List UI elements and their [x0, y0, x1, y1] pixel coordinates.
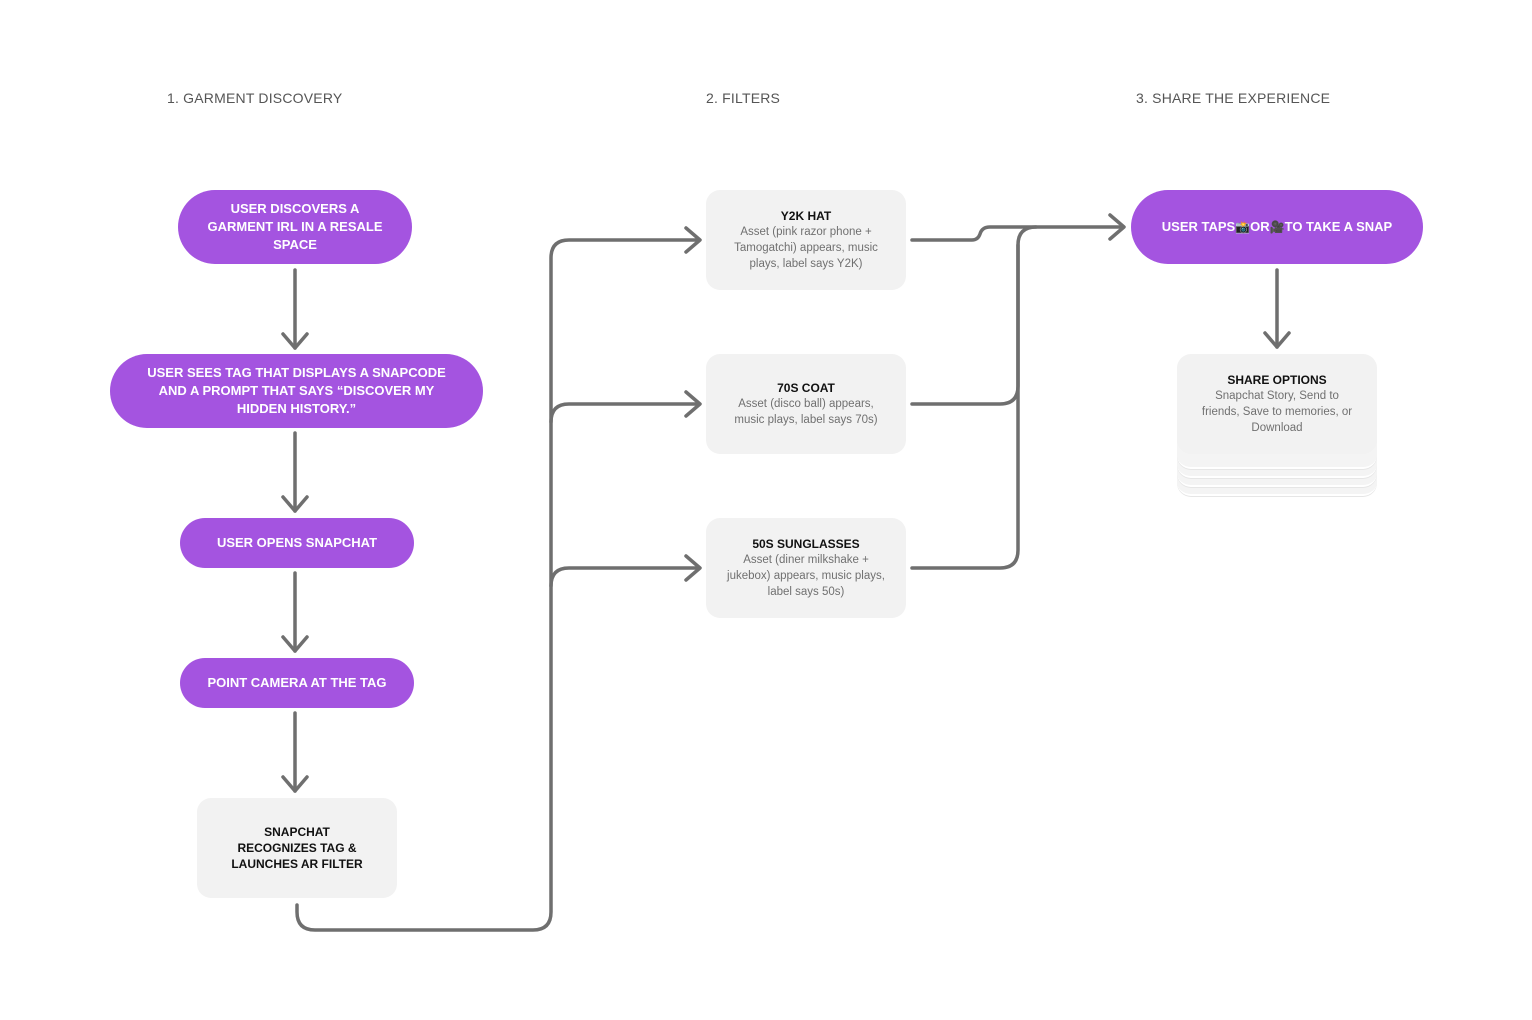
arrowhead-3 [281, 635, 309, 653]
step-point-camera: POINT CAMERA AT THE TAG [180, 658, 414, 708]
filter-card-70s-coat: 70S COAT Asset (disco ball) appears, mus… [706, 354, 906, 454]
connector-70s-to-share [910, 225, 1038, 406]
arrowhead-70s [684, 390, 702, 418]
connector-branch-50s [549, 566, 700, 588]
connector-50s-to-share [910, 243, 1020, 570]
arrowhead-4 [281, 775, 309, 793]
section-title-share: 3. SHARE THE EXPERIENCE [1136, 90, 1331, 106]
arrowhead-50s [684, 554, 702, 582]
filter-description: Asset (diner milkshake + jukebox) appear… [727, 554, 885, 598]
filter-title: Y2K HAT [780, 209, 832, 223]
share-options-card: SHARE OPTIONS Snapchat Story, Send to fr… [1177, 354, 1377, 454]
step-snapchat-recognizes-label: SNAPCHAT RECOGNIZES TAG & LAUNCHES AR FI… [231, 825, 363, 871]
take-snap-text-or: OR [1250, 219, 1270, 234]
arrowhead-options [1263, 331, 1291, 349]
section-title-garment-discovery: 1. GARMENT DISCOVERY [167, 90, 343, 106]
filter-description: Asset (disco ball) appears, music plays,… [734, 398, 878, 426]
take-snap-text-start: USER TAPS [1161, 219, 1236, 234]
arrowhead-1 [281, 332, 309, 350]
filter-description: Asset (pink razor phone + Tamogatchi) ap… [734, 226, 878, 270]
video-camera-icon: 🎥 [1269, 220, 1285, 234]
arrowhead-y2k [684, 226, 702, 254]
section-title-filters: 2. FILTERS [706, 90, 781, 106]
arrowhead-2 [281, 495, 309, 513]
step-take-snap: USER TAPS 📸 OR 🎥 TO TAKE A SNAP [1131, 190, 1423, 264]
step-open-snapchat: USER OPENS SNAPCHAT [180, 518, 414, 568]
connector-branch-70s [549, 402, 700, 424]
step-snapchat-recognizes: SNAPCHAT RECOGNIZES TAG & LAUNCHES AR FI… [197, 798, 397, 898]
share-options-title: SHARE OPTIONS [1227, 373, 1327, 387]
filter-title: 50S SUNGLASSES [752, 537, 860, 551]
take-snap-text-end: TO TAKE A SNAP [1284, 219, 1393, 234]
camera-icon: 📸 [1235, 220, 1251, 234]
filter-card-50s-sunglasses: 50S SUNGLASSES Asset (diner milkshake + … [706, 518, 906, 618]
step-see-tag: USER SEES TAG THAT DISPLAYS A SNAPCODE A… [110, 354, 483, 428]
filter-card-y2k-hat: Y2K HAT Asset (pink razor phone + Tamoga… [706, 190, 906, 290]
share-options-description: Snapchat Story, Send to friends, Save to… [1201, 390, 1353, 434]
step-discover-garment: USER DISCOVERS A GARMENT IRL IN A RESALE… [178, 190, 412, 264]
connector-y2k-to-share [910, 225, 1124, 242]
arrowhead-share [1108, 213, 1126, 241]
filter-title: 70S COAT [777, 381, 835, 395]
